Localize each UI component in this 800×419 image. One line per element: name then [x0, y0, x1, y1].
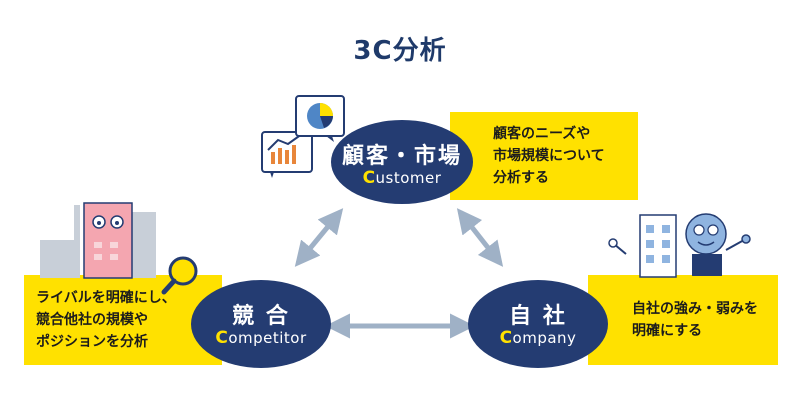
- competitor-initial: C: [215, 328, 229, 348]
- customer-initial: C: [362, 168, 376, 188]
- company-desc-box: [588, 275, 778, 365]
- customer-node: 顧客・市場 Customer: [331, 120, 473, 204]
- magnifier-icon: [161, 256, 198, 295]
- competitor-desc-line: 競合他社の規模や: [36, 312, 148, 328]
- competitor-node-subtitle: Competitor: [191, 328, 331, 348]
- customer-desc-line: 分析する: [493, 170, 549, 186]
- competitor-rest: ompetitor: [228, 329, 307, 347]
- company-desc-line: 自社の強み・弱みを: [632, 301, 758, 317]
- company-desc: 自社の強み・弱みを 明確にする: [632, 298, 758, 342]
- customer-desc: 顧客のニーズや 市場規模について 分析する: [493, 123, 605, 189]
- company-node: 自 社 Company: [468, 280, 608, 368]
- competitor-node: 競 合 Competitor: [191, 280, 331, 368]
- competitor-desc: ライバルを明確にし、 競合他社の規模や ポジションを分析: [36, 287, 176, 353]
- competitor-building-illustration: [40, 202, 156, 279]
- company-initial: C: [499, 328, 513, 348]
- line-chart-icon: [261, 131, 313, 178]
- customer-desc-line: 市場規模について: [493, 148, 605, 164]
- company-node-title: 自 社: [509, 304, 567, 329]
- company-rest: ompany: [512, 329, 577, 347]
- customer-desc-line: 顧客のニーズや: [493, 126, 591, 142]
- company-desc-line: 明確にする: [632, 323, 703, 339]
- customer-rest: ustomer: [375, 169, 442, 187]
- pie-chart-icon: [295, 95, 345, 142]
- competitor-desc-box: [24, 275, 222, 365]
- company-mascot-illustration: [608, 213, 751, 278]
- competitor-desc-line: ポジションを分析: [36, 334, 148, 350]
- customer-desc-box: [450, 112, 638, 200]
- competitor-node-title: 競 合: [232, 304, 290, 329]
- customer-node-subtitle: Customer: [331, 168, 473, 188]
- diagram-title: 3C分析: [353, 36, 447, 66]
- customer-node-title: 顧客・市場: [341, 144, 462, 169]
- arrow-customer-company: [456, 208, 504, 267]
- arrow-customer-competitor: [294, 208, 344, 267]
- competitor-desc-line: ライバルを明確にし、: [36, 290, 176, 306]
- company-node-subtitle: Company: [468, 328, 608, 348]
